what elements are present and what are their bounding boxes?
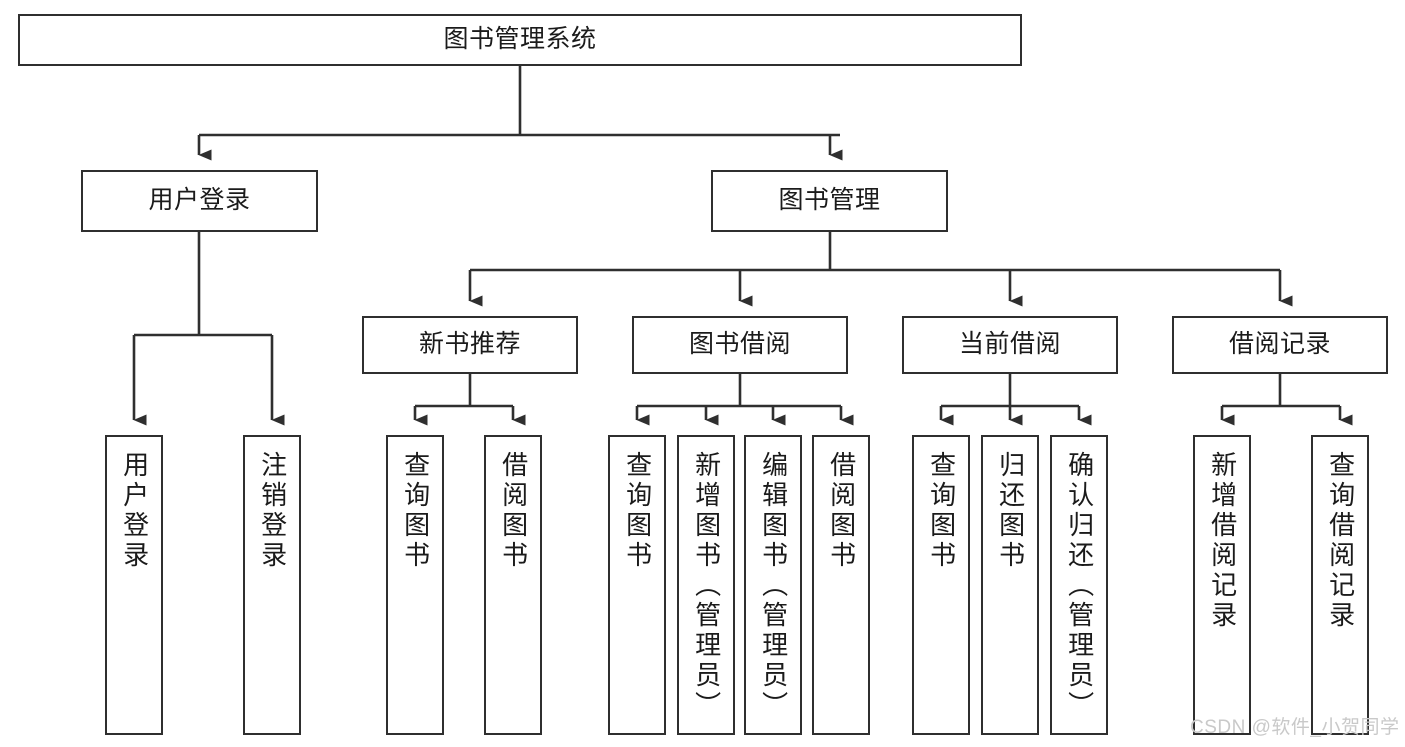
node-label: 用户登录 [148, 186, 251, 215]
node-book-borrowing[interactable]: 图书借阅 [632, 316, 848, 374]
node-label: 新增图书（管理员） [691, 451, 722, 721]
node-current-borrowing[interactable]: 当前借阅 [902, 316, 1118, 374]
node-label: 归还图书 [995, 451, 1026, 571]
node-label: 借阅图书 [498, 451, 529, 571]
node-label: 查询借阅记录 [1325, 451, 1356, 631]
node-leaf-borrow-book-new[interactable]: 借阅图书 [484, 435, 542, 735]
node-leaf-query-book-current[interactable]: 查询图书 [912, 435, 970, 735]
node-label: 确认归还（管理员） [1064, 451, 1095, 721]
node-label: 借阅图书 [826, 451, 857, 571]
node-label: 注销登录 [257, 451, 288, 571]
node-leaf-user-login[interactable]: 用户登录 [105, 435, 163, 735]
node-label: 查询图书 [400, 451, 431, 571]
node-book-management[interactable]: 图书管理 [711, 170, 948, 232]
node-leaf-query-book-borrow[interactable]: 查询图书 [608, 435, 666, 735]
node-new-book-recommendation[interactable]: 新书推荐 [362, 316, 578, 374]
node-label: 用户登录 [119, 451, 150, 571]
node-root-book-management-system[interactable]: 图书管理系统 [18, 14, 1022, 66]
node-leaf-query-book-new[interactable]: 查询图书 [386, 435, 444, 735]
node-leaf-confirm-return-admin[interactable]: 确认归还（管理员） [1050, 435, 1108, 735]
node-leaf-add-borrow-record[interactable]: 新增借阅记录 [1193, 435, 1251, 735]
node-leaf-return-book[interactable]: 归还图书 [981, 435, 1039, 735]
node-label: 图书管理 [778, 186, 881, 215]
node-leaf-add-book-admin[interactable]: 新增图书（管理员） [677, 435, 735, 735]
node-label: 图书管理系统 [443, 25, 597, 54]
node-leaf-edit-book-admin[interactable]: 编辑图书（管理员） [744, 435, 802, 735]
node-label: 编辑图书（管理员） [758, 451, 789, 721]
node-leaf-borrow-book[interactable]: 借阅图书 [812, 435, 870, 735]
node-label: 查询图书 [622, 451, 653, 571]
node-label: 图书借阅 [688, 330, 791, 359]
node-label: 新书推荐 [418, 330, 521, 359]
node-leaf-logout[interactable]: 注销登录 [243, 435, 301, 735]
node-label: 借阅记录 [1228, 330, 1331, 359]
node-label: 新增借阅记录 [1207, 451, 1238, 631]
node-label: 查询图书 [926, 451, 957, 571]
node-borrowing-records[interactable]: 借阅记录 [1172, 316, 1388, 374]
node-user-login[interactable]: 用户登录 [81, 170, 318, 232]
node-leaf-query-borrow-record[interactable]: 查询借阅记录 [1311, 435, 1369, 735]
node-label: 当前借阅 [958, 330, 1061, 359]
